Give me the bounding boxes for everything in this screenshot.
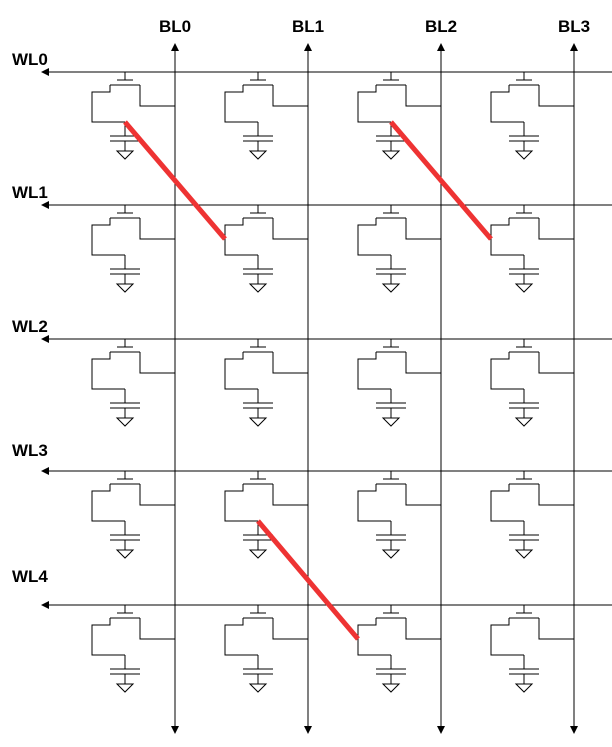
- fault-line-2: [256, 519, 360, 641]
- drain-wire: [272, 618, 308, 640]
- memory-cell: [357, 72, 441, 160]
- drain-wire: [139, 352, 175, 374]
- ground-icon: [381, 683, 401, 693]
- wordline-label-wl2: WL2: [12, 317, 48, 336]
- drain-wire: [272, 85, 308, 107]
- drain-wire: [405, 484, 441, 506]
- wordline-label-wl3: WL3: [12, 441, 48, 460]
- memory-cell: [224, 72, 308, 160]
- ground-icon: [381, 549, 401, 559]
- source-wire: [91, 484, 125, 522]
- drain-wire: [538, 484, 574, 506]
- ground-icon: [248, 150, 268, 160]
- source-wire: [490, 618, 524, 656]
- ground-icon: [248, 417, 268, 427]
- source-wire: [224, 85, 258, 123]
- ground-icon: [115, 549, 135, 559]
- drain-wire: [538, 352, 574, 374]
- ground-icon: [115, 417, 135, 427]
- memory-cell: [357, 339, 441, 427]
- memory-cell: [224, 605, 308, 693]
- source-wire: [224, 352, 258, 390]
- source-wire: [490, 352, 524, 390]
- wordline-label-wl1: WL1: [12, 183, 48, 202]
- wordline-label-wl4: WL4: [12, 567, 48, 586]
- source-wire: [490, 85, 524, 123]
- source-wire: [224, 618, 258, 656]
- drain-wire: [272, 218, 308, 240]
- memory-cell: [224, 205, 308, 293]
- source-wire: [357, 352, 391, 390]
- source-wire: [490, 484, 524, 522]
- wordline-label-wl0: WL0: [12, 50, 48, 69]
- memory-cell: [91, 471, 175, 559]
- ground-icon: [514, 150, 534, 160]
- source-wire: [91, 352, 125, 390]
- ground-icon: [248, 549, 268, 559]
- ground-icon: [514, 549, 534, 559]
- line-labels: BL0 BL1 BL2 BL3 WL0 WL1 WL2 WL3 WL4: [12, 17, 590, 586]
- source-wire: [91, 85, 125, 123]
- drain-wire: [405, 85, 441, 107]
- ground-icon: [248, 683, 268, 693]
- bitline-label-bl3: BL3: [558, 17, 590, 36]
- source-wire: [357, 218, 391, 256]
- bitline-label-bl0: BL0: [159, 17, 191, 36]
- source-wire: [91, 218, 125, 256]
- ground-icon: [115, 683, 135, 693]
- drain-wire: [139, 85, 175, 107]
- ground-icon: [381, 150, 401, 160]
- memory-cell: [357, 205, 441, 293]
- bitline-label-bl1: BL1: [292, 17, 324, 36]
- source-wire: [224, 484, 258, 522]
- memory-cell: [91, 205, 175, 293]
- memory-cell: [490, 72, 574, 160]
- source-wire: [91, 618, 125, 656]
- wordline-lines: [41, 68, 612, 609]
- memory-cell: [224, 471, 308, 559]
- ground-icon: [115, 283, 135, 293]
- fault-line-0: [123, 120, 227, 241]
- memory-cell: [91, 339, 175, 427]
- fault-line-1: [389, 120, 493, 241]
- memory-cell: [490, 471, 574, 559]
- ground-icon: [248, 283, 268, 293]
- memory-cell: [490, 205, 574, 293]
- memory-cell: [490, 339, 574, 427]
- bitline-label-bl2: BL2: [425, 17, 457, 36]
- source-wire: [357, 484, 391, 522]
- drain-wire: [272, 352, 308, 374]
- source-wire: [490, 218, 524, 256]
- drain-wire: [538, 85, 574, 107]
- source-wire: [224, 218, 258, 256]
- memory-cell: [357, 471, 441, 559]
- fault-lines: [123, 120, 493, 641]
- drain-wire: [272, 484, 308, 506]
- ground-icon: [514, 417, 534, 427]
- drain-wire: [538, 618, 574, 640]
- memory-cell: [224, 339, 308, 427]
- drain-wire: [139, 618, 175, 640]
- drain-wire: [139, 218, 175, 240]
- source-wire: [357, 85, 391, 123]
- drain-wire: [538, 218, 574, 240]
- ground-icon: [514, 683, 534, 693]
- ground-icon: [381, 417, 401, 427]
- memory-cell: [490, 605, 574, 693]
- memory-cell: [91, 605, 175, 693]
- drain-wire: [405, 352, 441, 374]
- ground-icon: [514, 283, 534, 293]
- drain-wire: [405, 618, 441, 640]
- memory-cell: [91, 72, 175, 160]
- memory-cell: [357, 605, 441, 693]
- ground-icon: [115, 150, 135, 160]
- source-wire: [357, 618, 391, 656]
- drain-wire: [405, 218, 441, 240]
- ground-icon: [381, 283, 401, 293]
- memory-cells: [91, 72, 574, 693]
- bitline-lines: [171, 43, 578, 734]
- drain-wire: [139, 484, 175, 506]
